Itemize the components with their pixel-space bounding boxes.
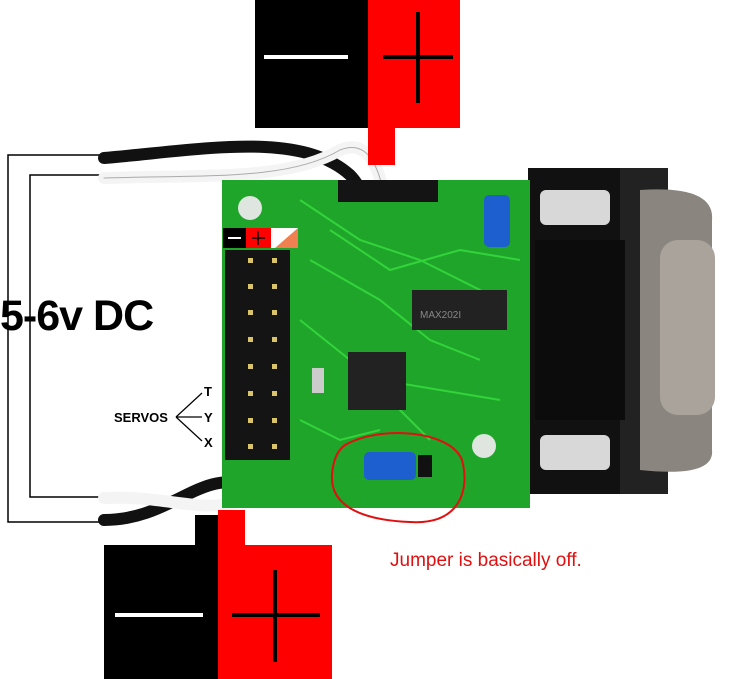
jumper-highlight-circle xyxy=(330,432,466,524)
legend-signal xyxy=(275,228,298,248)
negative-terminal-block xyxy=(255,0,368,128)
jumper-note: Jumper is basically off. xyxy=(390,550,582,571)
bottom-power-label xyxy=(104,510,332,679)
supply-bracket xyxy=(7,154,104,523)
servos-label: SERVOS xyxy=(114,410,168,425)
max202-chip xyxy=(412,290,507,330)
top-power-label xyxy=(255,0,460,165)
servo-axis-x: X xyxy=(204,435,213,450)
jumper xyxy=(364,452,416,480)
pcb: MAX202I xyxy=(222,180,530,508)
top-jumper xyxy=(484,195,510,247)
servo-axis-t: T xyxy=(204,384,212,399)
db9-connector xyxy=(528,168,715,494)
servo-pointer-lines xyxy=(175,392,203,442)
positive-terminal-block xyxy=(368,0,460,165)
microcontroller-chip xyxy=(348,352,406,410)
voltage-label: 5-6v DC xyxy=(0,292,154,340)
negative-terminal-block xyxy=(104,515,218,679)
servo-axis-y: Y xyxy=(204,410,213,425)
chip-marking: MAX202I xyxy=(420,310,461,321)
